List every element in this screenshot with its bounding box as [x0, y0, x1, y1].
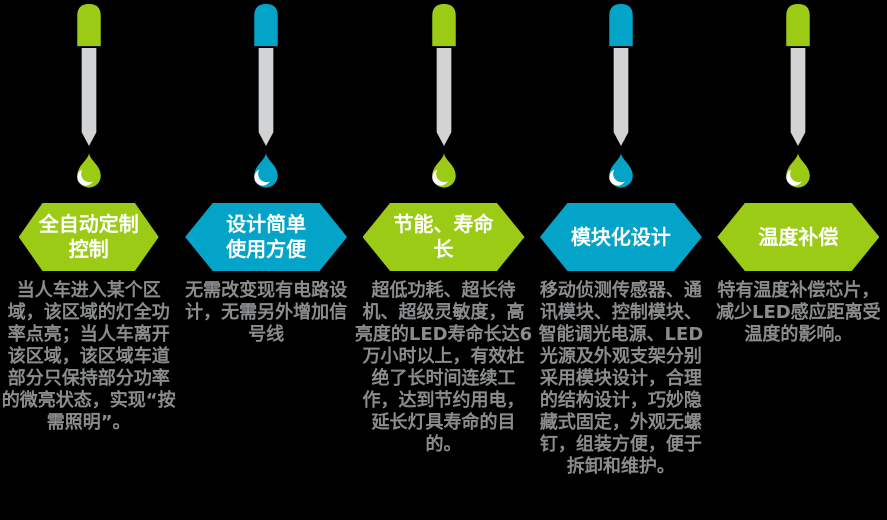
- feature-column-auto-custom-control: 全自动定制 控制 当人车进入某个区域，该区域的灯全功率点亮；当人车离开该区域，该…: [0, 0, 177, 520]
- feature-description: 移动侦测传感器、通讯模块、控制模块、智能调光电源、LED光源及外观支架分别采用模…: [538, 280, 704, 477]
- dropper-icon: [76, 3, 101, 188]
- feature-description: 当人车进入某个区域，该区域的灯全功率点亮；当人车离开该区域，该区域车道部分只保持…: [1, 280, 176, 433]
- feature-title-badge: 全自动定制 控制: [18, 203, 159, 271]
- feature-title-line: 使用方便: [226, 237, 307, 261]
- feature-title-line: 节能、寿命: [393, 212, 494, 236]
- dropper-icon: [609, 3, 633, 188]
- feature-title-line: 设计简单: [226, 212, 307, 236]
- dropper-cap: [76, 3, 101, 47]
- feature-title-badge: 模块化设计: [539, 203, 702, 271]
- droplet-highlight-mask: [435, 165, 453, 183]
- dropper-stem: [790, 48, 806, 146]
- dropper-icon: [254, 3, 278, 188]
- dropper-stem: [81, 48, 97, 146]
- dropper-stem: [613, 48, 629, 146]
- droplet-highlight-mask: [258, 165, 275, 183]
- feature-description: 特有温度补偿芯片，减少LED感应距离受温度的影响。: [715, 280, 881, 345]
- feature-title-badge: 节能、寿命 长: [362, 203, 525, 271]
- dropper-cap: [786, 3, 811, 47]
- dropper-cap: [609, 3, 633, 47]
- feature-title-line: 温度补偿: [758, 224, 839, 249]
- feature-title-line: 模块化设计: [570, 224, 671, 249]
- feature-column-energy-saving: 节能、寿命 长 超低功耗、超长待机、超级灵敏度，高亮度的LED寿命长达6万小时以…: [355, 0, 532, 520]
- dropper-stem: [258, 48, 274, 146]
- feature-description: 无需改变现有电路设计，无需另外增加信号线: [185, 280, 348, 345]
- feature-title-badge: 温度补偿: [717, 203, 880, 271]
- feature-title-line: 长: [433, 237, 454, 261]
- feature-column-temperature-compensation: 温度补偿 特有温度补偿芯片，减少LED感应距离受温度的影响。: [710, 0, 887, 520]
- droplet-highlight-mask: [80, 165, 98, 183]
- droplet-highlight-mask: [613, 165, 630, 183]
- feature-title-line: 控制: [68, 237, 109, 261]
- droplet-highlight-mask: [790, 165, 808, 183]
- feature-column-simple-design: 设计简单 使用方便 无需改变现有电路设计，无需另外增加信号线: [177, 0, 354, 520]
- feature-title-badge: 设计简单 使用方便: [185, 203, 348, 271]
- dropper-icon: [786, 3, 811, 188]
- feature-description: 超低功耗、超长待机、超级灵敏度，高亮度的LED寿命长达6万小时以上，有效杜绝了长…: [354, 280, 533, 455]
- dropper-cap: [254, 3, 278, 47]
- feature-title-line: 全自动定制: [38, 212, 139, 236]
- dropper-cap: [431, 3, 456, 47]
- feature-column-modular-design: 模块化设计 移动侦测传感器、通讯模块、控制模块、智能调光电源、LED光源及外观支…: [532, 0, 709, 520]
- dropper-icon: [431, 3, 456, 188]
- dropper-stem: [436, 48, 451, 146]
